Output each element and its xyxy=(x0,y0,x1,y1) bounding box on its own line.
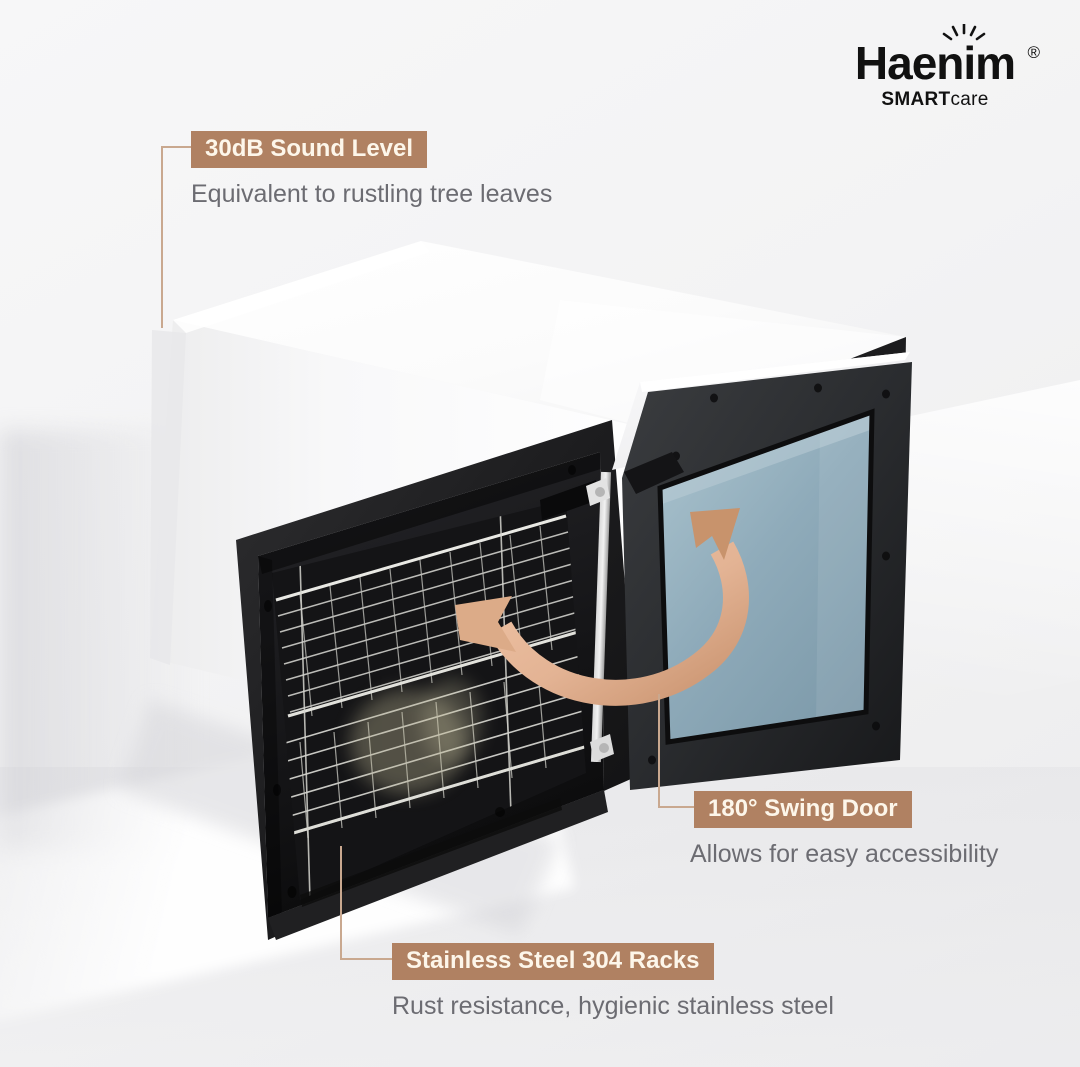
appliance-front-frame xyxy=(236,420,640,940)
caption-swing-door: Allows for easy accessibility xyxy=(690,840,999,869)
leader-line-racks-horizontal xyxy=(340,958,394,960)
brand-tagline-light: care xyxy=(950,89,989,110)
leader-line-racks-vertical xyxy=(340,846,342,960)
caption-stainless-racks: Rust resistance, hygienic stainless stee… xyxy=(392,992,834,1021)
caption-sound-level: Equivalent to rustling tree leaves xyxy=(191,180,553,209)
frame-screws xyxy=(264,465,576,898)
brand-wordmark: Haenim ® xyxy=(854,24,1040,89)
appliance-door[interactable] xyxy=(586,352,912,790)
sunburst-icon xyxy=(942,24,986,41)
brand-name: Haenim xyxy=(854,37,1016,89)
badge-swing-door: 180° Swing Door xyxy=(694,791,912,829)
appliance-interior xyxy=(258,452,604,918)
leader-line-sound-vertical xyxy=(161,146,163,328)
leader-line-door-vertical xyxy=(658,694,660,808)
callout-sound-level: 30dB Sound Level Equivalent to rustling … xyxy=(191,131,552,209)
brand-logo: Haenim ® SMARTcare xyxy=(820,24,1050,109)
brand-tagline: SMARTcare xyxy=(820,90,1050,109)
swing-door-arrow-icon xyxy=(455,508,749,706)
badge-stainless-racks: Stainless Steel 304 Racks xyxy=(392,943,714,981)
brand-tagline-bold: SMART xyxy=(881,89,951,110)
callout-swing-door: 180° Swing Door Allows for easy accessib… xyxy=(690,791,998,869)
badge-sound-level: 30dB Sound Level xyxy=(191,131,428,169)
registered-mark-icon: ® xyxy=(1027,43,1040,62)
leader-line-door-horizontal xyxy=(658,806,696,808)
callout-stainless-racks: Stainless Steel 304 Racks Rust resistanc… xyxy=(392,943,834,1021)
leader-line-sound-horizontal xyxy=(161,146,193,148)
